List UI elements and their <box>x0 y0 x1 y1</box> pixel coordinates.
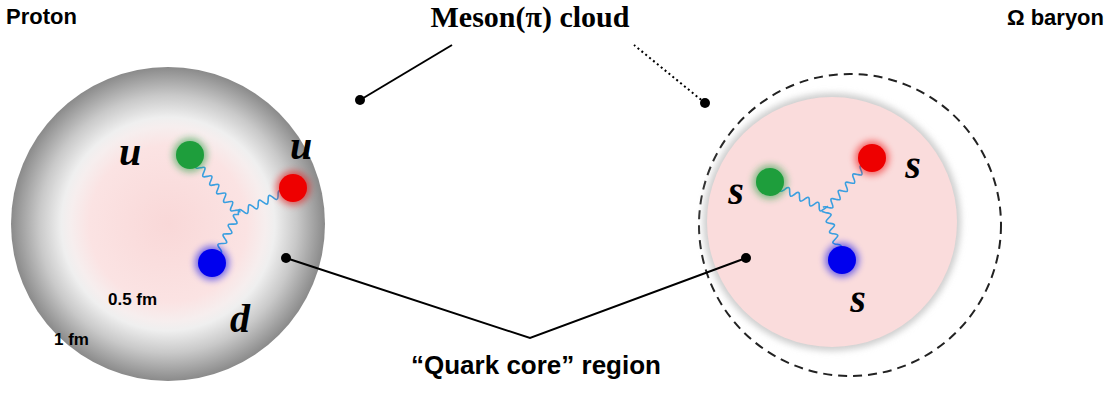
leader-lines <box>281 45 751 338</box>
gluon-spring <box>822 211 845 260</box>
omega-baryon-circle: Ω baryonsss <box>697 72 1003 378</box>
leader-dot <box>700 98 710 108</box>
radius-label: 1 fm <box>54 330 89 350</box>
quark-ball <box>753 165 787 199</box>
leader-line <box>360 45 452 100</box>
strange-quark: s <box>753 165 787 199</box>
strange-quark: s <box>855 141 889 175</box>
quark-ball <box>825 243 859 277</box>
meson-cloud-outline <box>697 72 1003 378</box>
quark-ball <box>195 246 229 280</box>
radius-label: 0.5 fm <box>108 290 157 310</box>
gluon-spring <box>189 155 240 213</box>
quark-ball <box>173 138 207 172</box>
gluon-spring <box>770 182 828 211</box>
gluon-spring <box>823 157 872 208</box>
quark-label: s <box>905 141 921 188</box>
quark-ball <box>855 141 889 175</box>
meson-cloud-label: Meson(π) cloud <box>431 0 630 34</box>
strange-quark: s <box>825 243 859 277</box>
quark-label: s <box>850 275 866 322</box>
up-quark: u <box>173 138 207 172</box>
quark-label: s <box>728 167 744 214</box>
leader-line <box>286 258 746 338</box>
down-quark: d <box>195 246 229 280</box>
particle-title: Ω baryon <box>1007 5 1104 31</box>
quark-label: u <box>119 128 141 175</box>
gluon-spring <box>212 214 239 263</box>
leader-dot <box>355 95 365 105</box>
up-quark: u <box>276 171 310 205</box>
gluon-springs <box>189 155 872 263</box>
quark-core-label: “Quark core” region <box>411 350 661 381</box>
leader-dot <box>741 253 751 263</box>
leader-dot <box>281 253 291 263</box>
quark-ball <box>276 171 310 205</box>
quark-label: u <box>290 122 312 169</box>
particle-title: Proton <box>6 4 77 30</box>
quark-label: d <box>230 295 250 342</box>
leader-line <box>634 45 705 103</box>
gluon-spring <box>238 186 293 215</box>
